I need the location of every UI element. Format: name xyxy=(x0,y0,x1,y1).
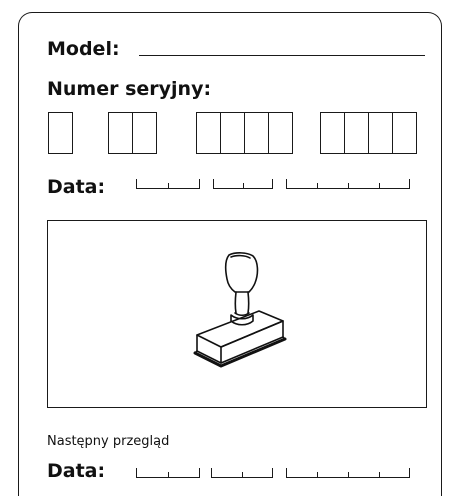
date-label: Data: xyxy=(47,176,106,198)
serial-digit-box[interactable] xyxy=(368,112,393,154)
next-date-label: Data: xyxy=(47,460,106,482)
next-date-month-field[interactable] xyxy=(211,468,273,478)
serial-digit-box[interactable] xyxy=(220,112,245,154)
date-month-field[interactable] xyxy=(213,179,273,189)
serial-digit-box[interactable] xyxy=(132,112,157,154)
serial-digit-box[interactable] xyxy=(108,112,133,154)
rubber-stamp-icon xyxy=(193,252,287,368)
next-date-year-field[interactable] xyxy=(286,468,410,478)
date-year-field[interactable] xyxy=(286,179,410,189)
serial-digit-box[interactable] xyxy=(48,112,73,154)
serial-digit-box[interactable] xyxy=(268,112,293,154)
serial-digit-box[interactable] xyxy=(244,112,269,154)
date-day-field[interactable] xyxy=(136,179,200,189)
serial-digit-box[interactable] xyxy=(392,112,417,154)
serial-digit-box[interactable] xyxy=(196,112,221,154)
warranty-card xyxy=(18,12,442,496)
model-label: Model: xyxy=(47,38,120,60)
serial-digit-box[interactable] xyxy=(320,112,345,154)
stamp-area[interactable] xyxy=(47,220,427,408)
next-date-day-field[interactable] xyxy=(136,468,200,478)
next-inspection-label: Następny przegląd xyxy=(47,434,170,449)
serial-number-label: Numer seryjny: xyxy=(47,78,212,100)
serial-digit-box[interactable] xyxy=(344,112,369,154)
model-input-line[interactable] xyxy=(139,55,425,56)
